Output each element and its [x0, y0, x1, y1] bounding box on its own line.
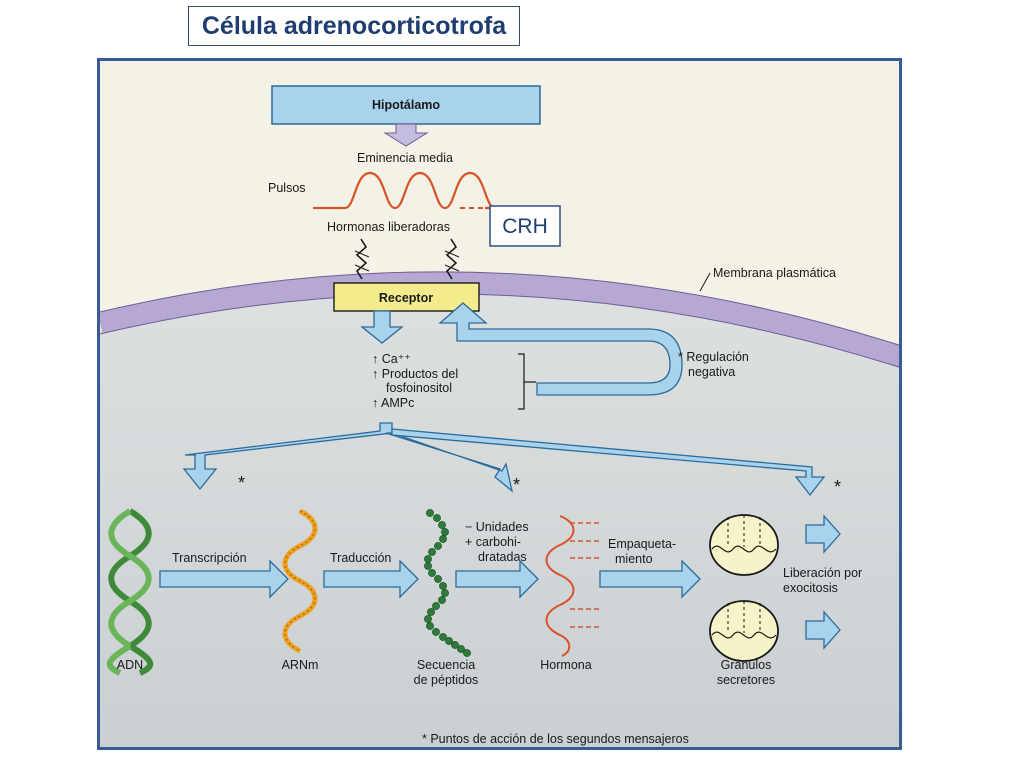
messenger-ca: ↑ Ca⁺⁺: [372, 352, 411, 366]
unidades-line1: − Unidades: [465, 520, 529, 534]
down-arrow: [383, 123, 429, 147]
footnote: * Puntos de acción de los segundos mensa…: [422, 732, 689, 746]
transcripcion-label: Transcripción: [172, 551, 247, 565]
star-3: *: [834, 477, 841, 497]
hipotalamo-label: Hipotálamo: [372, 98, 440, 112]
receptor-down-arrow: [360, 310, 404, 344]
unidades-line3: dratadas: [478, 550, 527, 564]
unidades-line2: + carbohi-: [465, 535, 521, 549]
exocytosis-arrow-bottom: [805, 610, 841, 650]
hormona-dashes: [570, 522, 600, 628]
star-1: *: [238, 473, 245, 493]
regulacion-line2: negativa: [688, 365, 735, 379]
adn-label: ADN: [117, 658, 143, 672]
hormona-label: Hormona: [540, 658, 591, 672]
pulsos-label: Pulsos: [268, 181, 306, 195]
hormone-zigzag-right: [445, 238, 458, 280]
exocytosis-arrow-top: [805, 514, 841, 554]
diagram-figure: Hipotálamo Eminencia media Pulsos Hormon…: [97, 58, 902, 750]
empaquetamiento-line2: miento: [615, 552, 653, 566]
secuencia-line1: Secuencia: [417, 658, 475, 672]
arnm-label: ARNm: [282, 658, 319, 672]
diagram-canvas: Hipotálamo Eminencia media Pulsos Hormon…: [100, 85, 899, 747]
hormona-arrow: [455, 559, 539, 599]
traduccion-arrow: [323, 559, 419, 599]
messenger-productos: ↑ Productos del: [372, 367, 458, 381]
receptor-box: [333, 282, 480, 312]
regulacion-line1: * Regulación: [678, 350, 749, 364]
empaquetamiento-arrow: [599, 559, 701, 599]
plasma-membrane: [100, 271, 899, 368]
peptide-sequence: [424, 509, 471, 657]
membrane-leader: [699, 272, 711, 292]
cytoplasm: [100, 290, 899, 747]
feedback-arrow: [438, 302, 683, 396]
granulo-top: [709, 514, 779, 576]
pulse-wave: [315, 171, 496, 210]
hipotalamo-bar: [271, 85, 541, 125]
traduccion-label: Traducción: [330, 551, 391, 565]
hormonas-liberadoras-label: Hormonas liberadoras: [327, 220, 450, 234]
crh-label: CRH: [502, 215, 548, 238]
granulos-line2: secretores: [717, 673, 775, 687]
hormone-zigzag-left: [355, 238, 368, 280]
messenger-ampc: ↑ AMPc: [372, 396, 414, 410]
transcripcion-arrow: [159, 559, 289, 599]
star-2: *: [513, 475, 520, 495]
title-box: Célula adrenocorticotrofa: [188, 6, 520, 46]
messenger-fosfoinositol: fosfoinositol: [386, 381, 452, 395]
receptor-label: Receptor: [379, 291, 433, 305]
liberacion-line2: exocitosis: [783, 581, 838, 595]
crh-box: [489, 205, 561, 247]
empaquetamiento-line1: Empaqueta-: [608, 537, 676, 551]
granulo-bottom: [709, 600, 779, 662]
membrana-label: Membrana plasmática: [713, 266, 836, 280]
liberacion-line1: Liberación por: [783, 566, 862, 580]
hormona-wave: [545, 515, 575, 657]
dna-helix: [106, 508, 154, 676]
granulos-line1: Gránulos: [721, 658, 772, 672]
page-title: Célula adrenocorticotrofa: [201, 11, 507, 40]
eminencia-label: Eminencia media: [357, 151, 453, 165]
secuencia-line2: de péptidos: [414, 673, 479, 687]
